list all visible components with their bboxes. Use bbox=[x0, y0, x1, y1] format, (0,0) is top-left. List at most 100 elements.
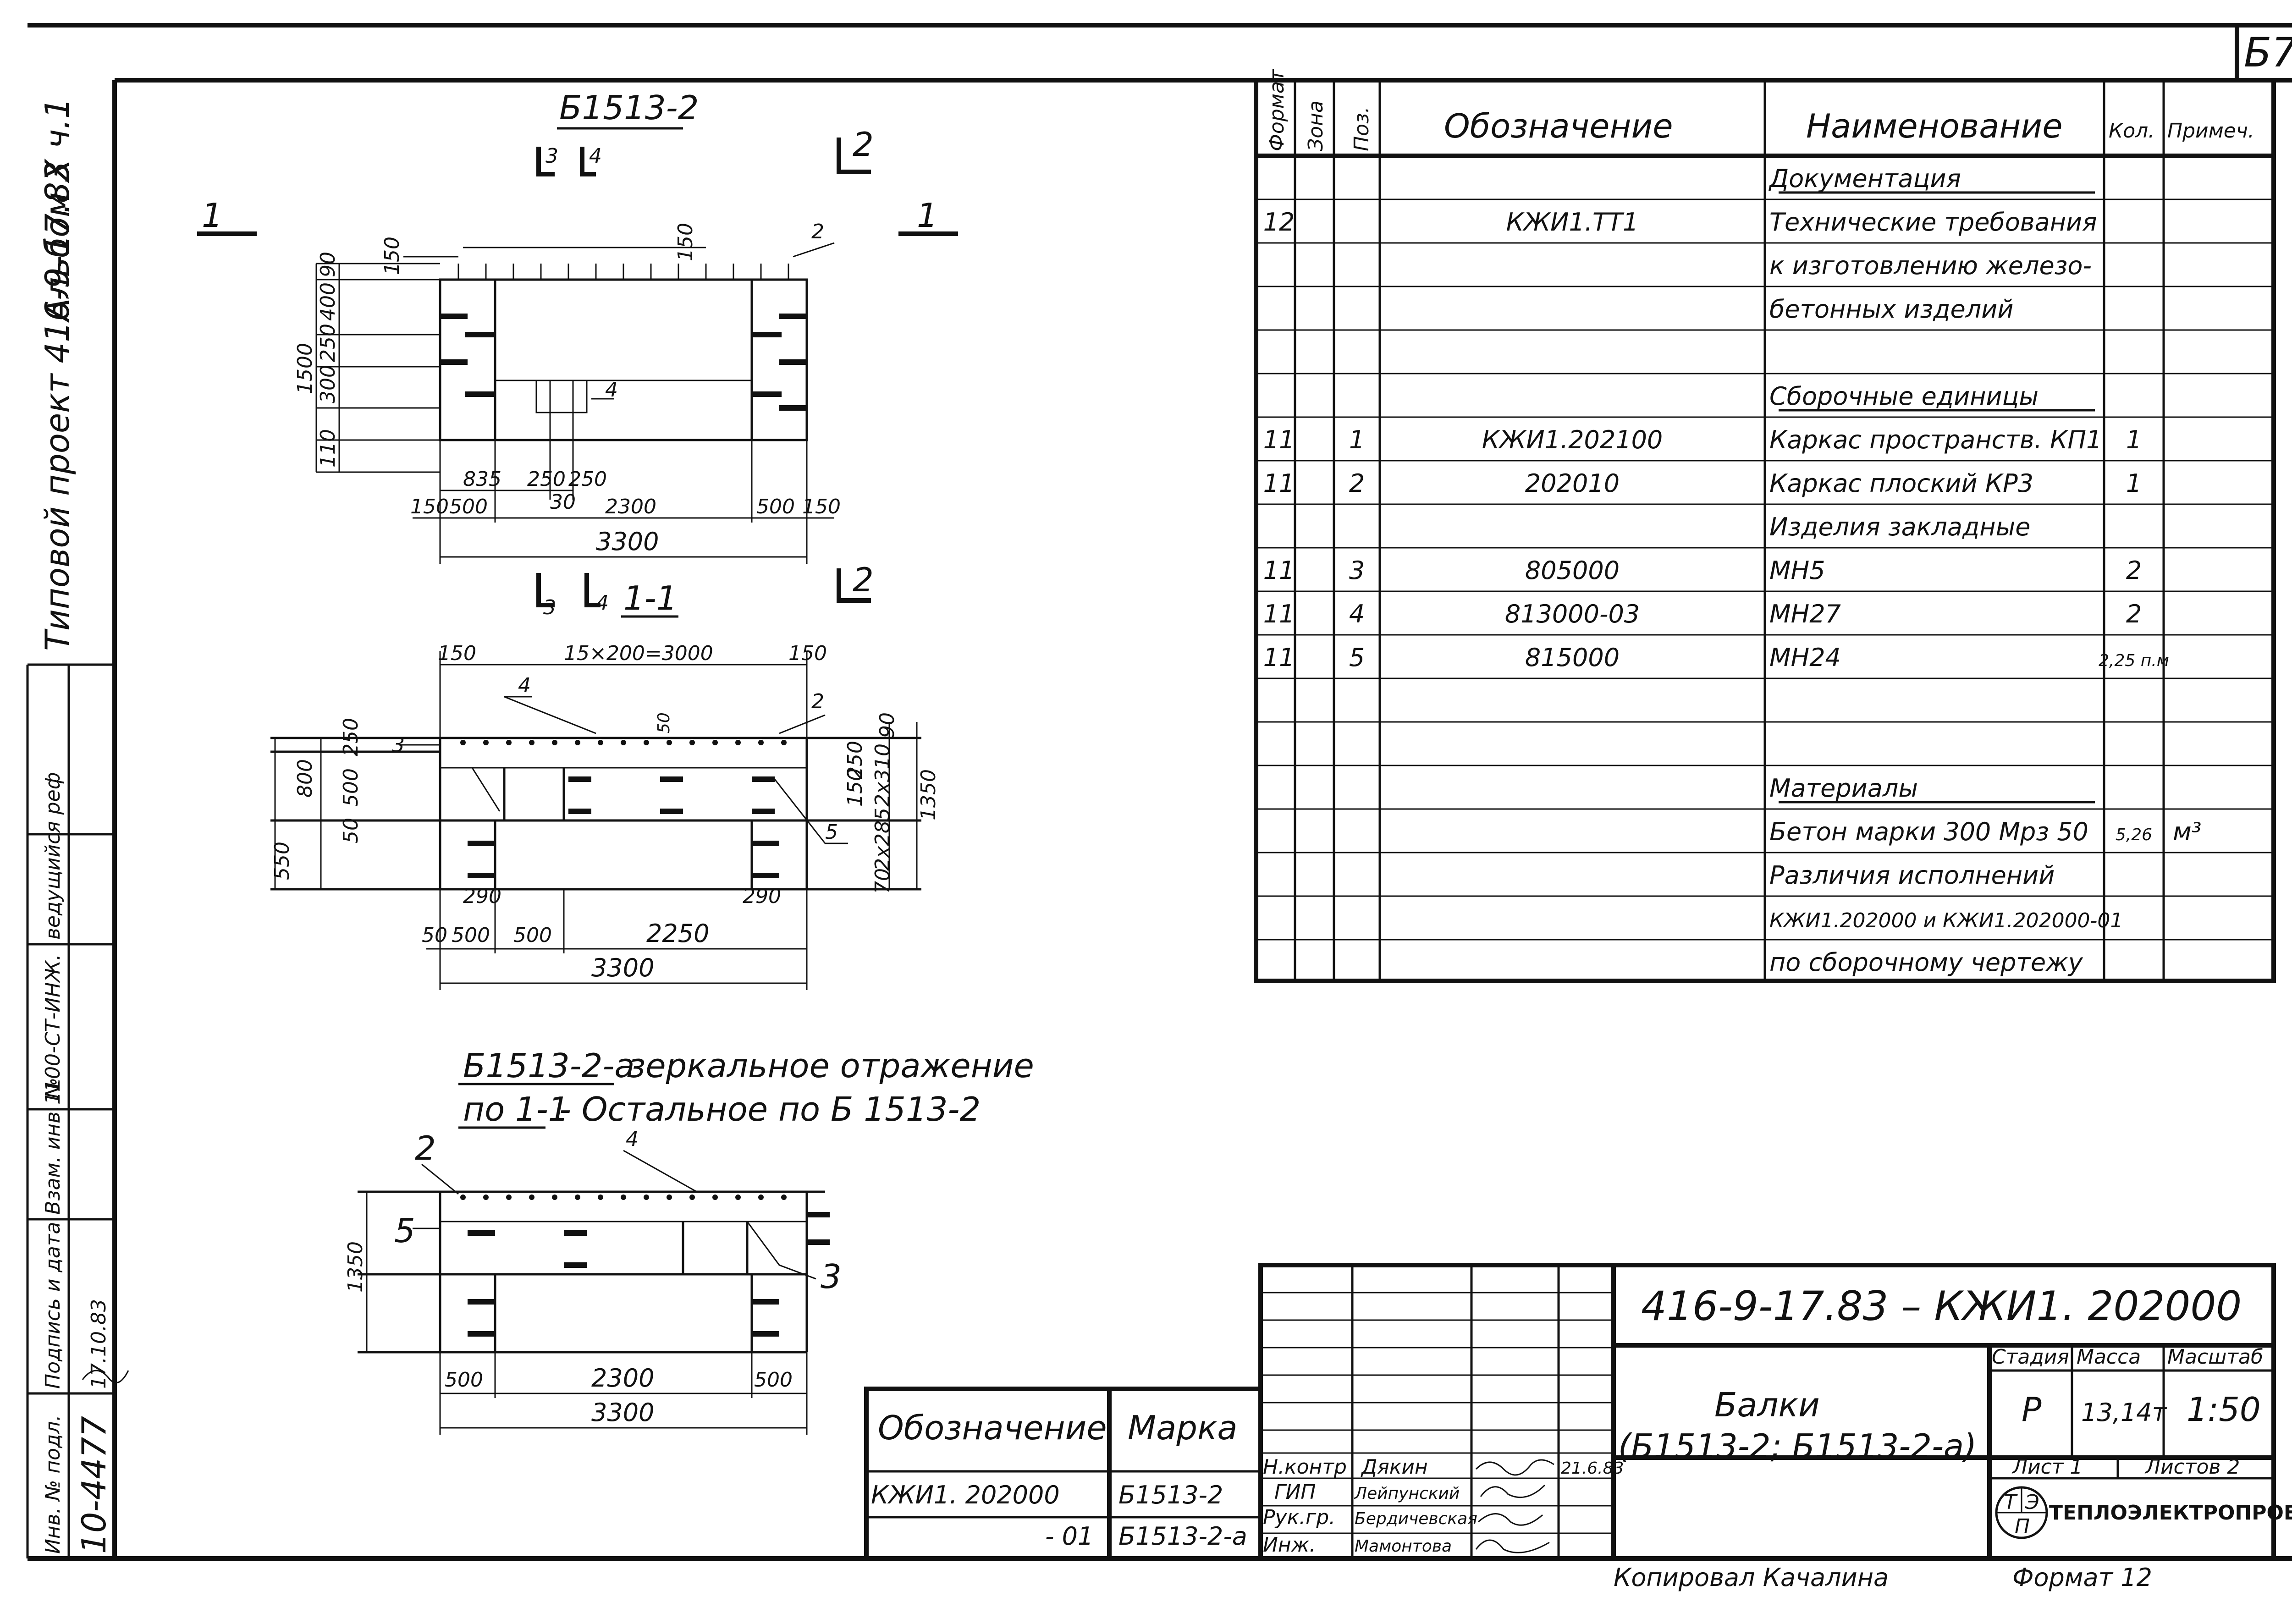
view2-dim-290b: 290 bbox=[743, 885, 781, 908]
side-album: Альбом X ч.1 bbox=[38, 98, 77, 323]
view1-pos-2: 2 bbox=[811, 220, 824, 243]
view2-dim-3300: 3300 bbox=[591, 953, 654, 982]
side-strip bbox=[26, 663, 115, 1558]
view1-dim-3300: 3300 bbox=[596, 527, 659, 556]
spec-cell-name: по сборочному чертежу bbox=[1769, 948, 2083, 977]
stamp-scale-label: Масштаб bbox=[2167, 1345, 2263, 1369]
view3-line2a: по 1-1 bbox=[463, 1090, 569, 1129]
spec-cell-designation: КЖИ1.202100 bbox=[1482, 425, 1663, 454]
stamp-name-mamontova: Мамонтова bbox=[1355, 1537, 1452, 1556]
view3-pos-5: 5 bbox=[394, 1211, 415, 1250]
view1-dim-150l: 150 bbox=[410, 495, 449, 518]
view2-dim-500a: 500 bbox=[452, 924, 490, 947]
stamp-sheets: Листов 2 bbox=[2144, 1455, 2240, 1479]
spec-cell-qty: 2 bbox=[2126, 600, 2142, 628]
spec-header-zone: Зона bbox=[1304, 100, 1328, 151]
view1-dim-150r: 150 bbox=[802, 495, 841, 518]
view3-title-rest: зеркальное отражение bbox=[628, 1046, 1034, 1085]
view1-dim-400: 400 bbox=[316, 282, 340, 321]
side-sign-label: Подпись и дата bbox=[41, 1222, 65, 1389]
view1-dim-30: 30 bbox=[550, 490, 576, 514]
stamp-stage-label: Стадия bbox=[1992, 1345, 2069, 1369]
spec-cell-name: Бетон марки 300 Мрз 50 bbox=[1769, 817, 2088, 846]
spec-cell-pos: 3 bbox=[1349, 556, 1365, 585]
stamp-name-leipunsky: Лейпунский bbox=[1354, 1484, 1460, 1503]
view1-dim-250a: 250 bbox=[527, 468, 566, 491]
view2-dim-800: 800 bbox=[293, 759, 317, 798]
view1-dim-1500: 1500 bbox=[293, 343, 317, 394]
view2-dim-70: 70 bbox=[871, 868, 894, 894]
stamp-name2: (Б1513-2; Б1513-2-а) bbox=[1618, 1427, 1977, 1465]
spec-cell-format: 11 bbox=[1263, 425, 1295, 454]
stamp-org: ТЕПЛОЭЛЕКТРОПРОЕКТ bbox=[2049, 1501, 2292, 1525]
title-block bbox=[1258, 1263, 2276, 1561]
view2-pos-3: 3 bbox=[392, 733, 405, 757]
stamp-role-inzh: Инж. bbox=[1263, 1533, 1316, 1557]
side-inv-value: 10-4477 bbox=[75, 1416, 113, 1554]
spec-cell-pos: 2 bbox=[1349, 469, 1365, 498]
view1-pos-4: 4 bbox=[605, 378, 618, 402]
view2-dim-150l: 150 bbox=[438, 642, 476, 665]
spec-cell-name: КЖИ1.202000 и КЖИ1.202000-01 bbox=[1769, 909, 2123, 932]
stamp-mass: 13,14т bbox=[2081, 1398, 2167, 1427]
stamp-stage: Р bbox=[2022, 1390, 2042, 1429]
view2-dim-2x285: 2х285 bbox=[871, 808, 894, 871]
view1-dim-110: 110 bbox=[316, 429, 340, 468]
view2-title: 1-1 bbox=[623, 579, 678, 617]
spec-cell-format: 11 bbox=[1263, 643, 1295, 672]
view2-cut-3: 3 bbox=[543, 596, 556, 619]
marks-r2-designation: - 01 bbox=[1045, 1522, 1093, 1551]
view2-dim-1350: 1350 bbox=[917, 769, 940, 820]
view2-dim-2250: 2250 bbox=[646, 919, 709, 948]
logo-letter-p: П bbox=[2015, 1515, 2030, 1538]
view2-dim-500b: 500 bbox=[513, 924, 552, 947]
side-inv-label: Инв. № подл. bbox=[41, 1415, 65, 1554]
spec-header-format: Формат bbox=[1265, 69, 1289, 151]
view1-dim-250b: 250 bbox=[568, 468, 607, 491]
side-dept: 1100-СТ-ИНЖ. bbox=[41, 954, 65, 1105]
spec-cell-pos: 4 bbox=[1349, 600, 1365, 628]
spec-header-designation: Обозначение bbox=[1444, 107, 1673, 145]
view1-dim-150a: 150 bbox=[380, 237, 404, 275]
view3-dim-2300: 2300 bbox=[591, 1364, 654, 1393]
stamp-role-rukgr: Рук.гр. bbox=[1263, 1506, 1335, 1529]
view1-title: Б1513-2 bbox=[559, 88, 699, 127]
spec-cell-name: Сборочные единицы bbox=[1769, 382, 2039, 411]
spec-cell-name: Документация bbox=[1769, 164, 1961, 193]
stamp-code: 416-9-17.83 – КЖИ1. 202000 bbox=[1641, 1283, 2242, 1330]
view2-dim-150: 150 bbox=[843, 768, 867, 807]
view3-pos-2: 2 bbox=[415, 1129, 436, 1167]
spec-cell-name: Технические требования bbox=[1769, 208, 2097, 237]
spec-cell-name: Каркас пространств. КП1 bbox=[1769, 425, 2102, 454]
stamp-role-gip: ГИП bbox=[1274, 1481, 1316, 1504]
view1-section-right: 1 bbox=[917, 196, 938, 235]
stamp-name1: Балки bbox=[1714, 1386, 1820, 1424]
view2-cut-2: 2 bbox=[853, 561, 874, 599]
spec-header-pos: Поз. bbox=[1350, 107, 1373, 151]
spec-cell-format: 12 bbox=[1263, 208, 1295, 237]
spec-cell-name: бетонных изделий bbox=[1769, 295, 2013, 324]
stamp-role-nkontr: Н.контр bbox=[1263, 1455, 1347, 1479]
view2-dim-50b: 50 bbox=[339, 818, 363, 843]
spec-cell-qty: 2 bbox=[2126, 556, 2142, 585]
spec-cell-format: 11 bbox=[1263, 600, 1295, 628]
view3-dim-1350: 1350 bbox=[344, 1241, 367, 1293]
view2-dim-250r: 250 bbox=[843, 741, 867, 779]
side-project: Типовой проект 416-9-17.83 bbox=[38, 161, 77, 651]
spec-cell-qty: 2,25 п.м bbox=[2099, 651, 2169, 670]
view1-dim-500r: 500 bbox=[756, 495, 795, 518]
spec-cell-pos: 1 bbox=[1349, 425, 1365, 454]
view3-pos-3: 3 bbox=[821, 1257, 842, 1296]
spec-cell-qty: 5,26 bbox=[2116, 826, 2152, 844]
view2-dim-550: 550 bbox=[270, 842, 294, 880]
view-b1513-2a: Б1513-2-а зеркальное отражение по 1-1 - … bbox=[344, 1046, 1034, 1435]
view-section-1-1: 3 4 1-1 2 150 15×200=3000 150 bbox=[270, 561, 940, 990]
spec-cell-note: м³ bbox=[2173, 817, 2201, 846]
sheet-number: Б7 bbox=[2244, 29, 2292, 76]
view1-dim-300: 300 bbox=[316, 365, 340, 403]
spec-cell-format: 11 bbox=[1263, 469, 1295, 498]
view2-dim-50c: 50 bbox=[422, 924, 447, 947]
view2-dim-2x310: 2х310 bbox=[871, 743, 894, 807]
